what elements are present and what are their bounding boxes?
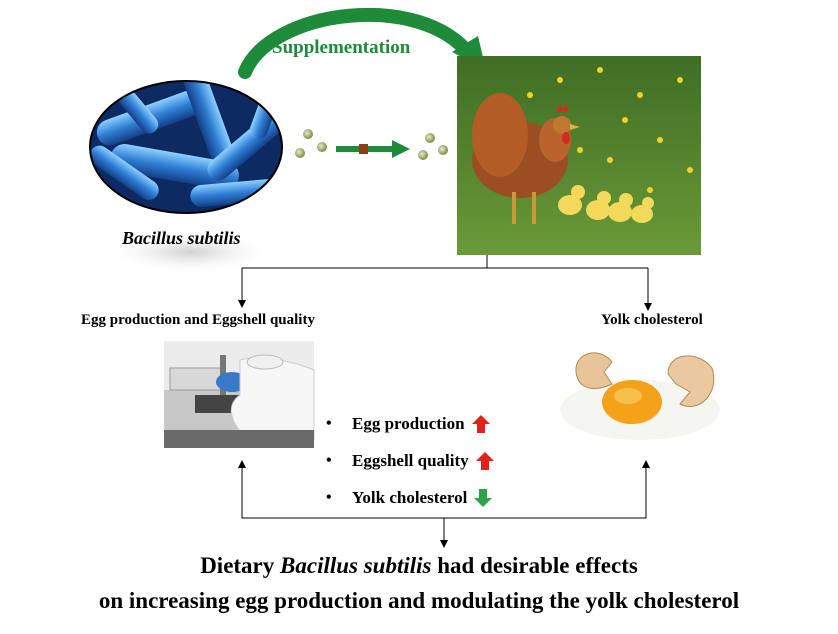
conclusion-line-2: on increasing egg production and modulat…	[98, 588, 740, 613]
green-down-arrow-icon	[474, 488, 493, 507]
effect-item: • Eggshell quality	[326, 442, 495, 479]
effect-item: • Egg production	[326, 405, 495, 442]
bacteria-shadow	[105, 230, 275, 274]
conclusion-prefix: Dietary	[200, 553, 275, 578]
red-up-arrow-icon	[475, 451, 494, 470]
feedback-connector	[241, 468, 647, 540]
arrowhead-right	[644, 303, 652, 311]
conclusion-species: Bacillus subtilis	[280, 553, 432, 578]
outcome-left-label: Egg production and Eggshell quality	[81, 312, 315, 328]
hen-chicks-photo	[457, 56, 701, 255]
probiotic-particles-left	[295, 129, 327, 158]
bullet-dot-icon: •	[326, 414, 332, 432]
supplementation-label: Supplementation	[272, 37, 411, 58]
effect-item: • Yolk cholesterol	[326, 479, 495, 516]
conclusion-line-1: Dietary Bacillus subtilis had desirable …	[0, 548, 838, 583]
conclusion-suffix: had desirable effects	[437, 553, 638, 578]
bullet-dot-icon: •	[326, 451, 332, 469]
effect-label: Eggshell quality	[352, 450, 469, 470]
probiotic-particles-right	[418, 133, 448, 160]
arrowhead-up-right	[642, 460, 650, 468]
arrowhead-left	[238, 300, 246, 308]
outcome-right-label: Yolk cholesterol	[601, 312, 703, 328]
bullet-dot-icon: •	[326, 488, 332, 506]
effect-label: Yolk cholesterol	[352, 487, 468, 507]
red-up-arrow-icon	[471, 414, 490, 433]
bacteria-image	[89, 80, 283, 214]
transfer-arrow	[336, 140, 410, 158]
arrowhead-down-conclusion	[440, 540, 448, 548]
conclusion-text: Dietary Bacillus subtilis had desirable …	[0, 548, 838, 618]
arrowhead-up-left	[238, 460, 246, 468]
effect-label: Egg production	[352, 413, 465, 433]
bacteria-label: Bacillus subtilis	[122, 228, 241, 248]
eggshell-testing-photo	[164, 341, 315, 448]
branch-connector	[241, 255, 649, 303]
effects-list: • Egg production • Eggshell quality • Yo…	[326, 405, 495, 516]
cracked-egg-photo	[560, 352, 720, 440]
